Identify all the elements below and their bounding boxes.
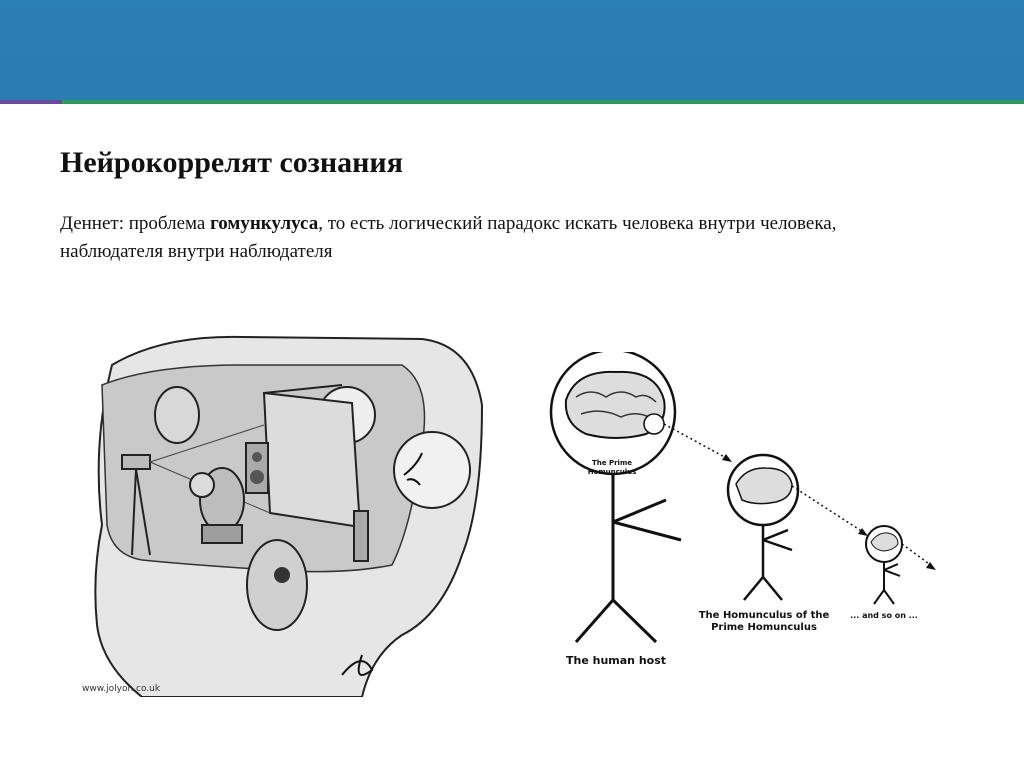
and-so-on-label: ... and so on ...	[850, 611, 918, 620]
header-accent-line	[0, 100, 1024, 104]
human-host-label: The human host	[566, 654, 666, 667]
prime-homunculus-label-2: Homunculus	[588, 468, 637, 476]
header-accent-purple	[0, 100, 62, 104]
stick-figure-diagram: The Prime Homunculus The human host The …	[546, 348, 938, 670]
homunculus-of-prime-label-1: The Homunculus of the	[699, 610, 830, 621]
slide-title: Нейрокоррелят сознания	[60, 146, 403, 179]
illustration-credit: www.jolyon.co.uk	[82, 684, 161, 694]
body-prefix: Деннет: проблема	[60, 213, 211, 234]
homunculus-regress-diagram: The Prime Homunculus The human host The …	[546, 348, 938, 670]
body-suffix: , то есть логический парадокс искать чел…	[60, 213, 837, 262]
cartesian-theatre-illustration: www.jolyon.co.uk	[42, 325, 520, 698]
slide-body-text: Деннет: проблема гомункулуса, то есть ло…	[60, 210, 880, 266]
prime-homunculus-label-1: The Prime	[592, 459, 632, 467]
homunculus-of-prime-label-2: Prime Homunculus	[711, 622, 817, 633]
head-drawing: www.jolyon.co.uk	[42, 325, 520, 698]
body-bold-term: гомункулуса	[210, 213, 319, 234]
header-bar	[0, 0, 1024, 100]
